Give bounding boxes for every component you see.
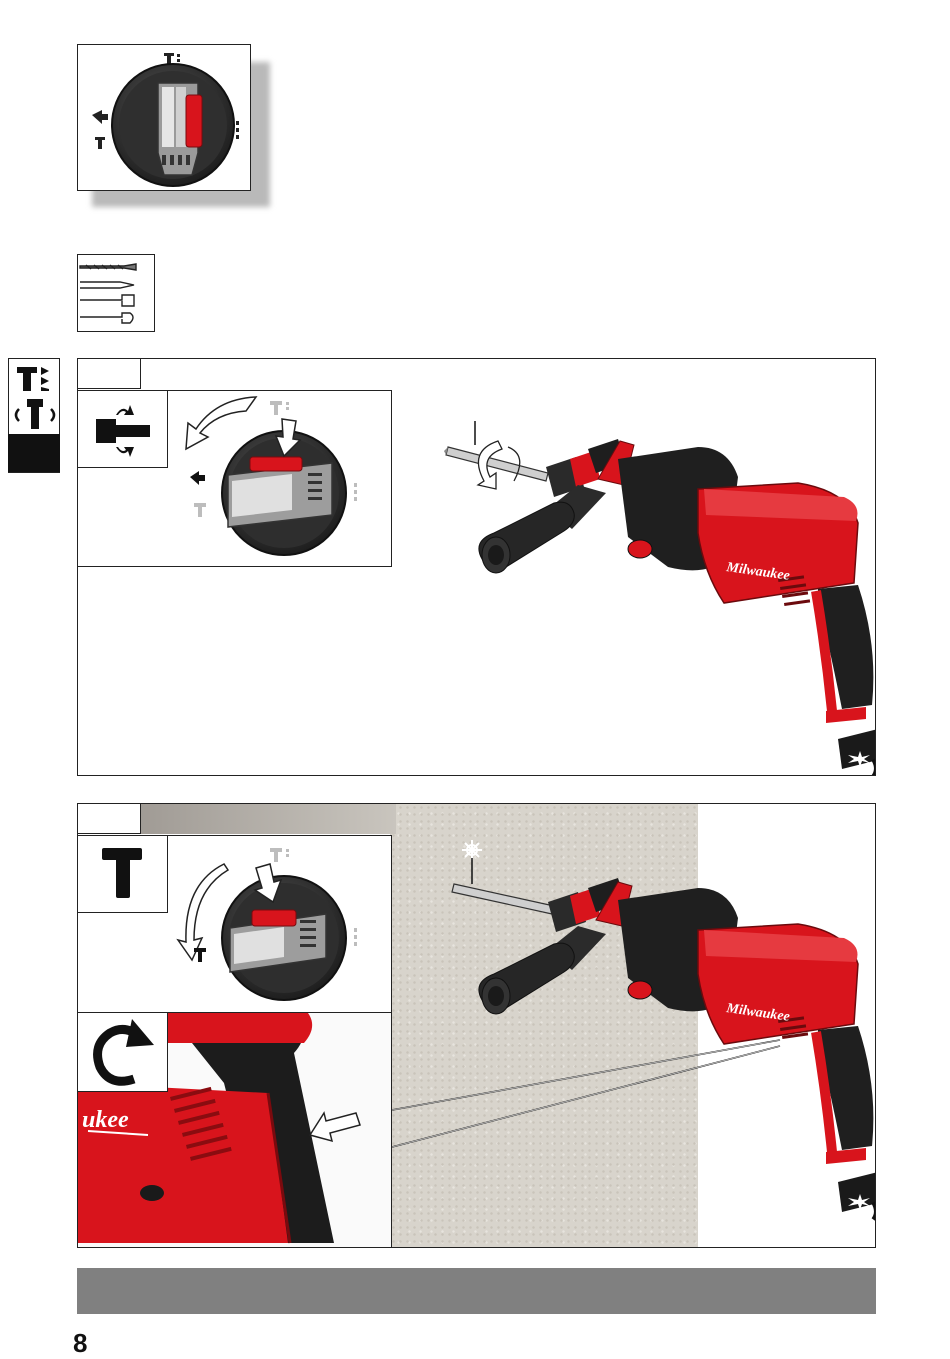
hammer-drill-illustration: Milwaukee	[78, 359, 876, 776]
selector-dial-icon	[78, 45, 252, 192]
hammer-drill-wall-illustration: Milwaukee	[78, 804, 876, 1248]
bits-box	[77, 254, 155, 332]
panel-chisel-adjust: Milwaukee	[77, 358, 876, 776]
selector-dial-box	[77, 44, 251, 191]
hammer-drill-chisel-mode-tab-icon	[9, 359, 61, 439]
side-tab	[8, 358, 60, 473]
side-tab-black-block	[8, 434, 60, 472]
panel-hammer-mode: ukee	[77, 803, 876, 1248]
drill-bits-and-chisels-icon	[78, 255, 156, 333]
page-number: 8	[73, 1328, 87, 1359]
footer-bar	[77, 1268, 876, 1314]
